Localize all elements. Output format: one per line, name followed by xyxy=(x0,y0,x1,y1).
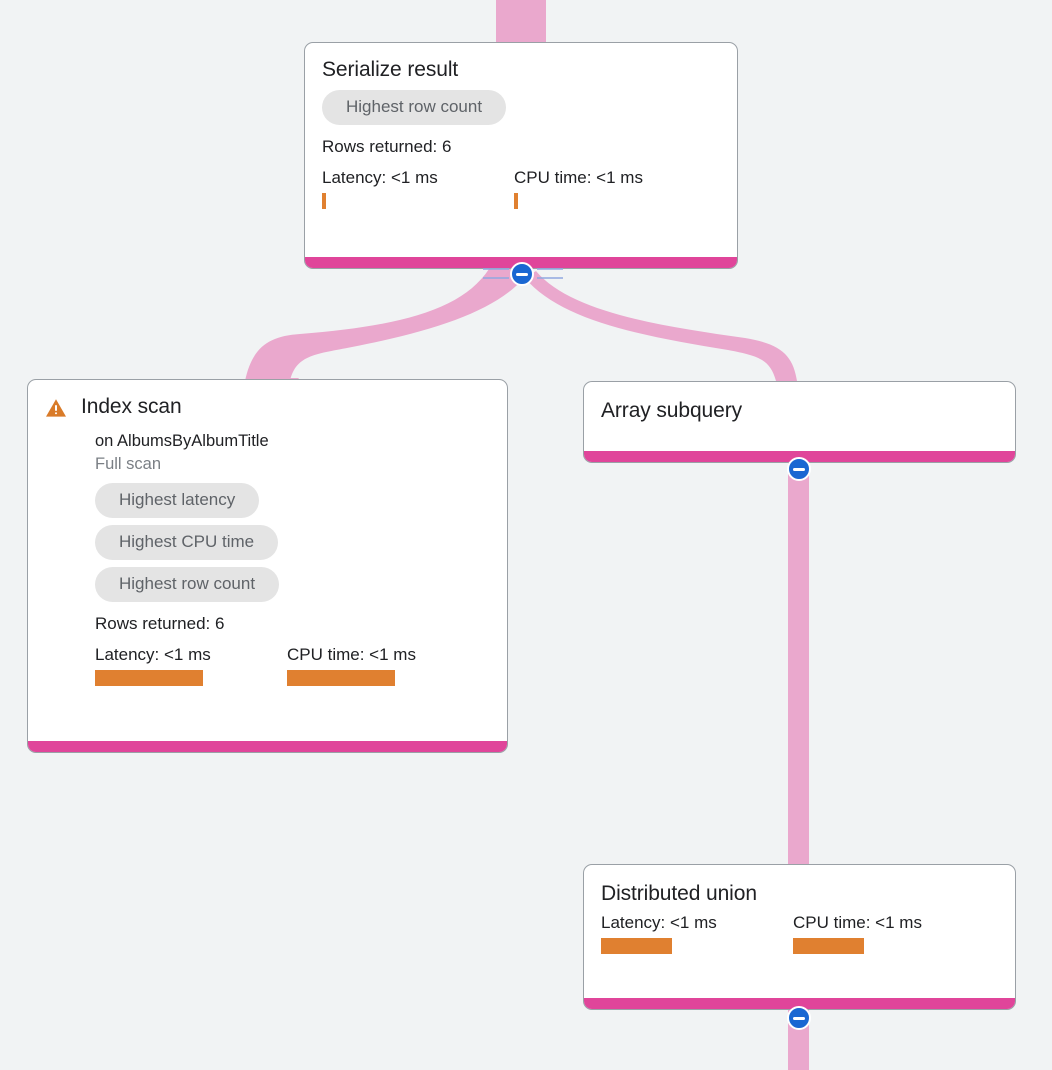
edge-serialize-to-array-subquery xyxy=(525,271,797,381)
metric-latency-bar xyxy=(95,670,203,686)
node-body: Index scan on AlbumsByAlbumTitle Full sc… xyxy=(28,380,507,696)
chip-highest-row-count: Highest row count xyxy=(322,90,507,125)
edge-serialize-to-index-scan xyxy=(245,269,531,381)
chip-highest-latency: Highest latency xyxy=(95,483,260,518)
node-title: Serialize result xyxy=(322,58,459,81)
collapse-toggle-serialize-result[interactable] xyxy=(510,262,534,286)
metric-latency: Latency: <1 ms xyxy=(322,167,514,209)
node-subtitle-secondary: Full scan xyxy=(95,455,162,473)
metric-cpu-time-label: CPU time: <1 ms xyxy=(793,913,922,932)
metric-cpu-time-label: CPU time: <1 ms xyxy=(514,168,643,187)
node-title-row: Serialize result xyxy=(322,57,720,83)
metric-latency-label: Latency: <1 ms xyxy=(95,645,211,664)
metric-cpu-time: CPU time: <1 ms xyxy=(793,912,922,954)
collapse-toggle-distributed-union[interactable] xyxy=(787,1006,811,1030)
rows-returned-label: Rows returned: 6 xyxy=(95,614,225,633)
node-body: Array subquery xyxy=(584,382,1015,434)
node-title: Array subquery xyxy=(601,399,742,422)
node-detail-block: on AlbumsByAlbumTitle Full scan Highest … xyxy=(45,429,490,686)
node-accent-bar xyxy=(584,451,1015,462)
warning-icon xyxy=(45,398,67,423)
chip-highest-cpu-time: Highest CPU time xyxy=(95,525,279,560)
metric-cpu-time: CPU time: <1 ms xyxy=(514,167,643,209)
node-array-subquery[interactable]: Array subquery xyxy=(583,381,1016,463)
metric-latency-bar xyxy=(601,938,672,954)
metrics-row: Latency: <1 ms CPU time: <1 ms xyxy=(322,167,720,209)
metric-cpu-time: CPU time: <1 ms xyxy=(287,644,416,686)
edge-incoming-to-serialize xyxy=(496,0,546,46)
metric-latency-bar xyxy=(322,193,326,209)
metric-latency-label: Latency: <1 ms xyxy=(322,168,438,187)
metric-latency: Latency: <1 ms xyxy=(601,912,793,954)
edge-array-subquery-to-distributed-union xyxy=(788,458,809,868)
node-body: Distributed union Latency: <1 ms CPU tim… xyxy=(584,865,1015,964)
node-accent-bar xyxy=(584,998,1015,1009)
chip-highest-row-count: Highest row count xyxy=(95,567,280,602)
node-subtitle: on AlbumsByAlbumTitle xyxy=(95,432,269,450)
node-accent-bar xyxy=(28,741,507,752)
metric-cpu-time-bar xyxy=(793,938,864,954)
metrics-row: Latency: <1 ms CPU time: <1 ms xyxy=(95,644,490,686)
metric-cpu-time-bar xyxy=(287,670,395,686)
node-title: Index scan xyxy=(81,395,182,418)
collapse-toggle-array-subquery[interactable] xyxy=(787,457,811,481)
node-body: Serialize result Highest row count Rows … xyxy=(305,43,737,219)
chip-list: Highest row count xyxy=(322,90,720,132)
metric-cpu-time-bar xyxy=(514,193,518,209)
node-serialize-result[interactable]: Serialize result Highest row count Rows … xyxy=(304,42,738,269)
metric-cpu-time-label: CPU time: <1 ms xyxy=(287,645,416,664)
node-index-scan[interactable]: Index scan on AlbumsByAlbumTitle Full sc… xyxy=(27,379,508,753)
node-distributed-union[interactable]: Distributed union Latency: <1 ms CPU tim… xyxy=(583,864,1016,1010)
metric-latency: Latency: <1 ms xyxy=(95,644,287,686)
rows-returned-label: Rows returned: 6 xyxy=(322,137,452,156)
node-title-row: Index scan xyxy=(45,394,490,423)
metrics-row: Latency: <1 ms CPU time: <1 ms xyxy=(601,912,998,954)
chip-list: Highest latency Highest CPU time Highest… xyxy=(95,483,490,609)
node-title: Distributed union xyxy=(601,882,757,905)
metric-latency-label: Latency: <1 ms xyxy=(601,913,717,932)
